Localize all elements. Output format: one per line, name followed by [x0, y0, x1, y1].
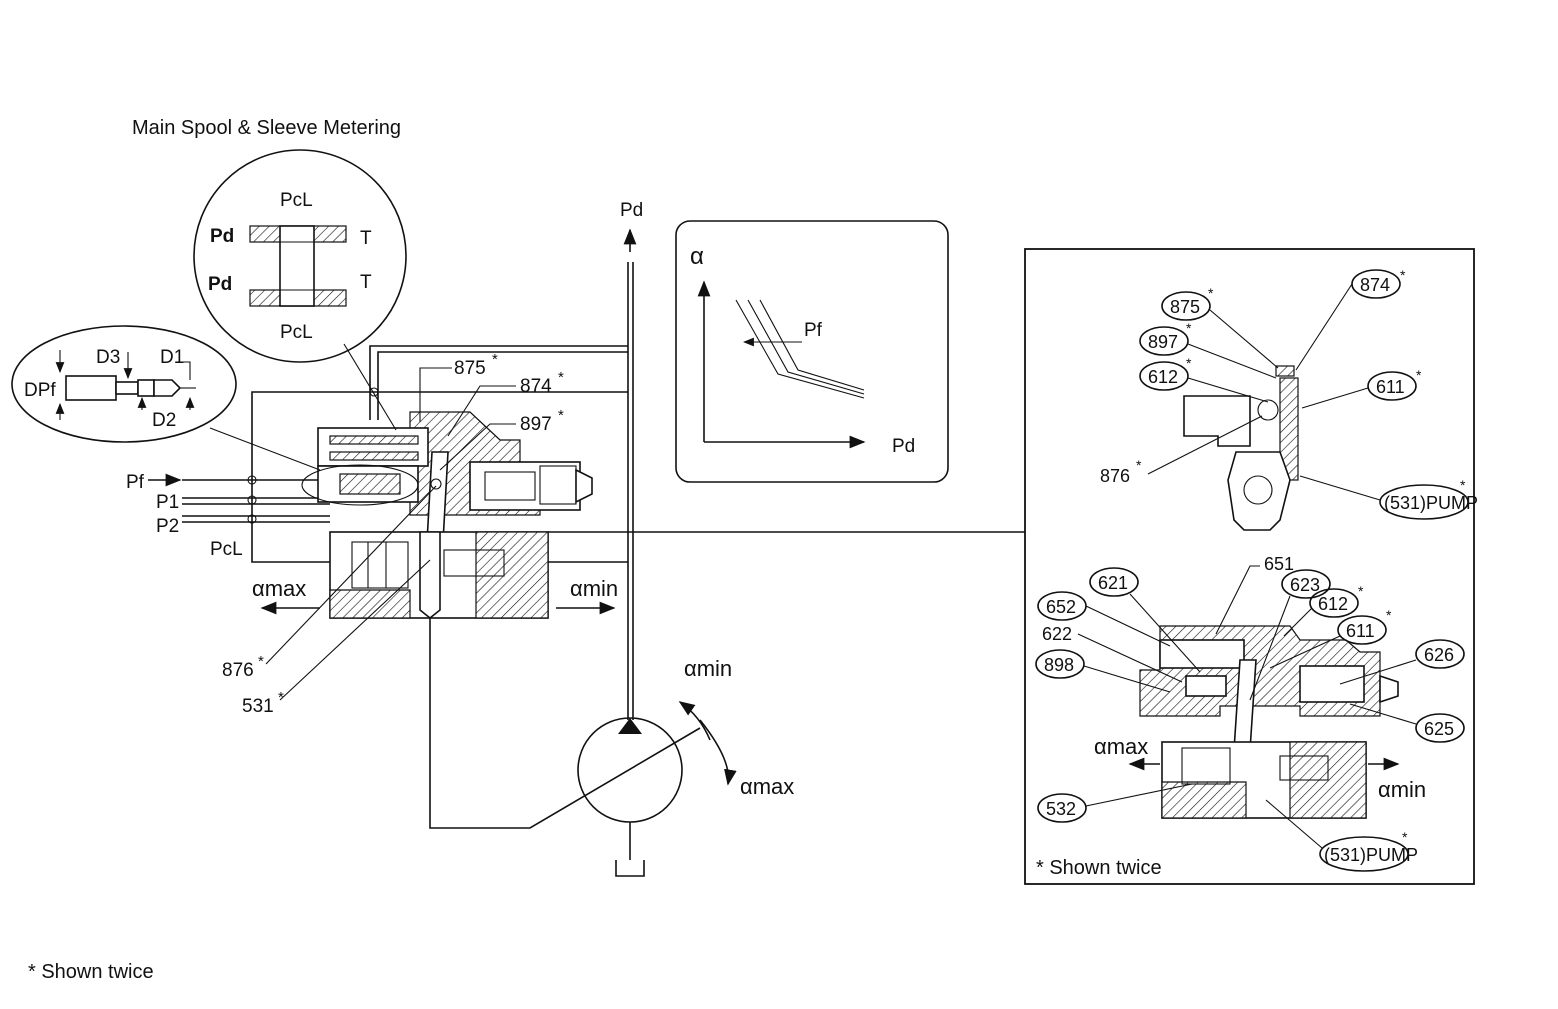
pump-alpha-max: αmax — [740, 774, 794, 799]
main-callouts: 875 * 874 * 897 * 876 * 531 * — [222, 351, 564, 717]
svg-text:*: * — [1208, 285, 1214, 301]
svg-text:*: * — [558, 407, 564, 424]
svg-text:*: * — [1186, 320, 1192, 336]
inset-callout-876: 876 — [1100, 466, 1130, 486]
svg-text:*: * — [558, 369, 564, 386]
port-p1-label: P1 — [156, 492, 179, 513]
inset-footnote: * Shown twice — [1036, 857, 1162, 879]
callout-875: 875 — [454, 358, 486, 379]
callout-531: 531 — [242, 696, 274, 717]
inset-callout-612: 612 — [1148, 367, 1178, 387]
svg-text:*: * — [258, 653, 264, 670]
svg-text:*: * — [1186, 355, 1192, 371]
circle-pd-bottom: Pd — [208, 274, 232, 295]
inset-callout-532: 532 — [1046, 799, 1076, 819]
circle-t-bottom: T — [360, 272, 372, 293]
inset-callout-875: 875 — [1170, 297, 1200, 317]
port-pf-label: Pf — [126, 472, 145, 493]
page-footnote: * Shown twice — [28, 961, 154, 983]
port-p2-label: P2 — [156, 516, 179, 537]
inset-bottom-callouts: 651 621 623 612 * 652 611 * 622 626 — [1035, 554, 1465, 872]
inset-alpha-min: αmin — [1378, 777, 1426, 802]
spool-detail-circle: PcL PcL Pd Pd T T — [193, 149, 407, 431]
inset-callout-531-top: (531)PUMP — [1384, 493, 1478, 513]
pump-alpha-min: αmin — [684, 656, 732, 681]
regulator-assembly — [301, 411, 593, 620]
dim-d3: D3 — [96, 347, 120, 368]
svg-text:*: * — [1460, 477, 1466, 493]
callout-897: 897 — [520, 414, 552, 435]
hydraulic-lines — [182, 228, 1025, 877]
inset-callout-626: 626 — [1424, 645, 1454, 665]
svg-text:*: * — [1402, 829, 1408, 845]
inset-top-callouts: 874 * 875 * 897 * 612 * 611 * 876 * (531… — [1100, 267, 1478, 520]
inset-callout-652: 652 — [1046, 597, 1076, 617]
port-labels: Pf P1 P2 PcL Pd — [126, 200, 643, 560]
port-pcl-label: PcL — [210, 539, 243, 560]
spool-dimensions-ellipse: DPf D3 D1 D2 — [11, 325, 321, 471]
port-pd-label: Pd — [620, 200, 643, 221]
alpha-max-label: αmax — [252, 576, 306, 601]
dim-d1: D1 — [160, 347, 184, 368]
characteristic-graph: α Pd Pf — [675, 220, 949, 483]
svg-text:*: * — [492, 351, 498, 368]
svg-text:*: * — [278, 689, 284, 706]
callout-876: 876 — [222, 660, 254, 681]
circle-t-top: T — [360, 228, 372, 249]
inset-callout-611: 611 — [1376, 377, 1405, 397]
graph-y-label: α — [690, 243, 704, 270]
dim-d2: D2 — [152, 410, 176, 431]
callout-874: 874 — [520, 376, 552, 397]
inset-callout-651: 651 — [1264, 554, 1294, 574]
svg-text:*: * — [1136, 457, 1142, 473]
inset-alpha-max: αmax — [1094, 734, 1148, 759]
inset-callout-622: 622 — [1042, 624, 1072, 644]
circle-pd-top: Pd — [210, 226, 234, 247]
pump-symbol: αmin αmax — [577, 656, 794, 823]
circle-pcl-bottom: PcL — [280, 322, 313, 343]
svg-text:*: * — [1358, 583, 1364, 599]
inset-callout-621: 621 — [1098, 573, 1128, 593]
dim-dpf: DPf — [24, 380, 56, 401]
svg-text:*: * — [1416, 367, 1422, 383]
inset-callout-611-bottom: 611 — [1346, 621, 1375, 641]
inset-callout-897: 897 — [1148, 332, 1178, 352]
regulator-detail-inset: 874 * 875 * 897 * 612 * 611 * 876 * (531… — [1024, 248, 1478, 885]
alpha-min-label: αmin — [570, 576, 618, 601]
circle-pcl-top: PcL — [280, 190, 313, 211]
inset-callout-898: 898 — [1044, 655, 1074, 675]
svg-text:*: * — [1386, 607, 1392, 623]
main-alpha-arrows: αmax αmin — [252, 576, 618, 615]
graph-x-label: Pd — [892, 436, 915, 457]
inset-callout-625: 625 — [1424, 719, 1454, 739]
diagram-title: Main Spool & Sleeve Metering — [132, 117, 401, 139]
svg-text:*: * — [1400, 267, 1406, 283]
inset-callout-874: 874 — [1360, 275, 1390, 295]
inset-callout-623: 623 — [1290, 575, 1320, 595]
graph-curve-label: Pf — [804, 320, 823, 341]
inset-callout-531-bottom: (531)PUMP — [1324, 845, 1418, 865]
inset-callout-612-bottom: 612 — [1318, 594, 1348, 614]
